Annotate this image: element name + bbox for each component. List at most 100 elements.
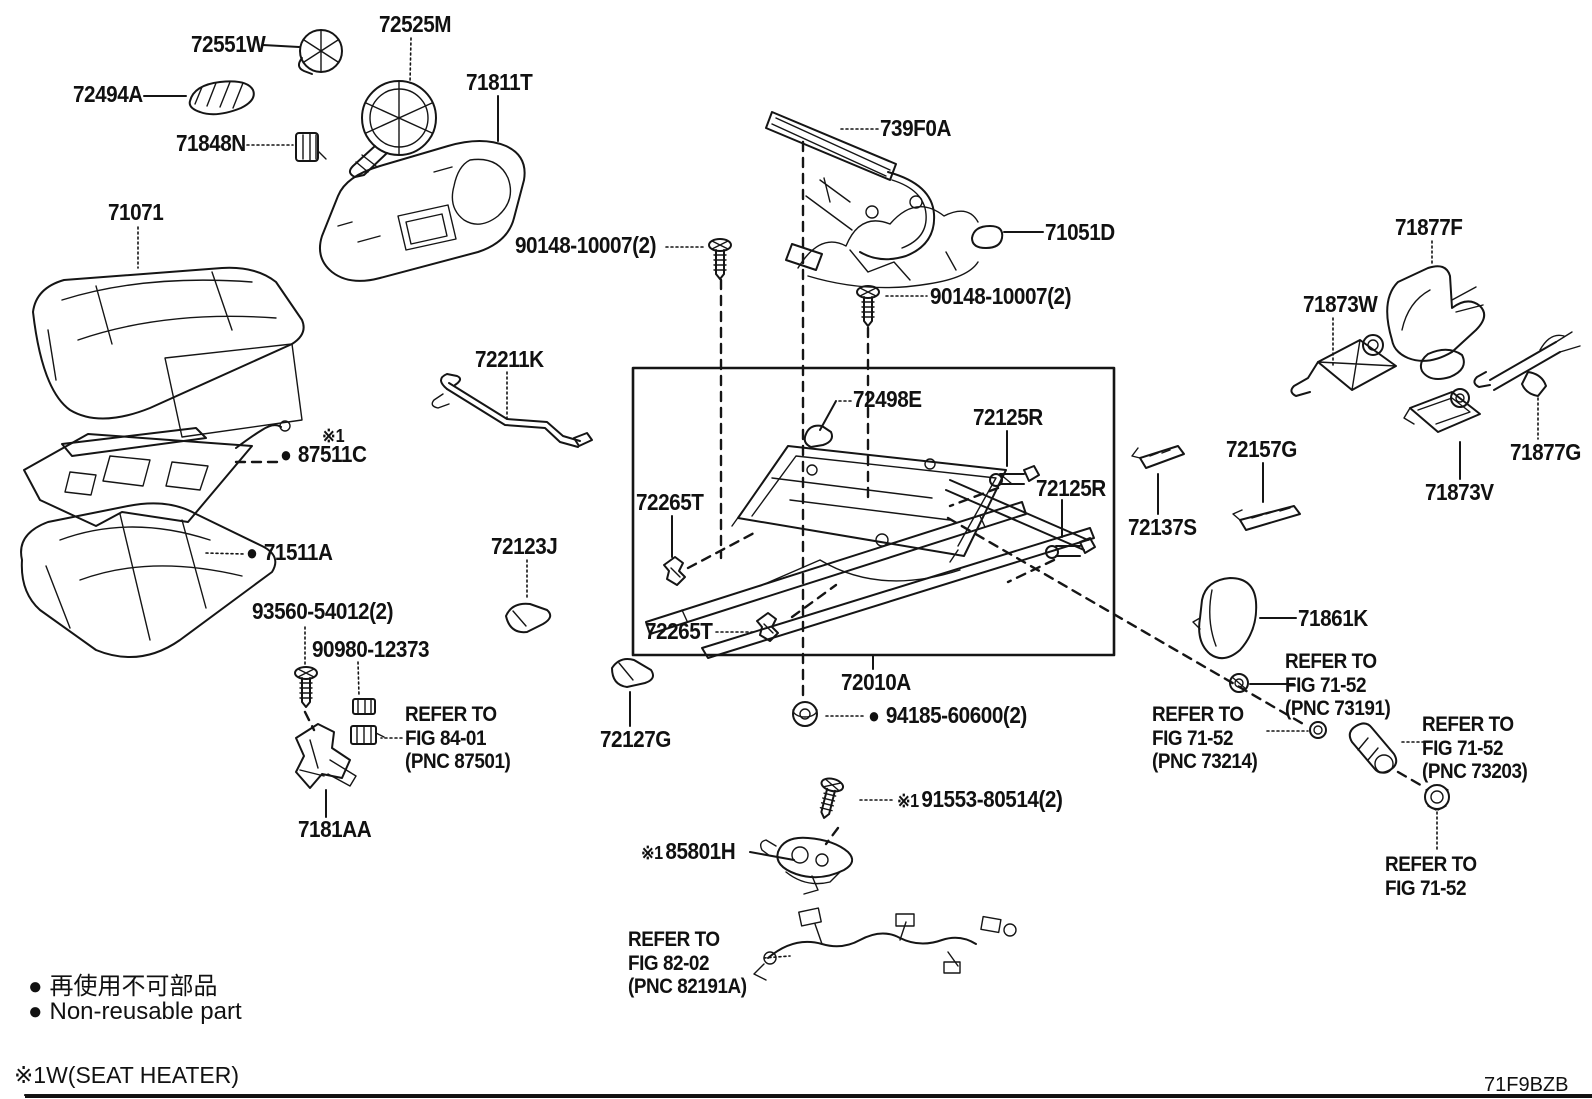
part-number: 87511C xyxy=(297,441,367,467)
part-87511C-seat-heater-illustration xyxy=(23,420,291,527)
part-bush-73203-illustration xyxy=(1348,722,1398,774)
seat-adjuster-box-frame xyxy=(631,366,1116,657)
ref-note-fig-82-02: REFER TO FIG 82-02 (PNC 82191A) xyxy=(628,928,747,999)
non-reusable-dot: ● xyxy=(246,540,258,565)
part-label-71877G: 71877G xyxy=(1510,439,1581,465)
legend-text-jp: 再使用不可部品 xyxy=(49,973,218,1000)
part-7181AA-bracket-illustration xyxy=(295,723,357,789)
ref-line: (PNC 87501) xyxy=(405,750,511,774)
part-label-72010A: 72010A xyxy=(841,669,911,695)
legend-non-reusable-en: ●Non-reusable part xyxy=(28,998,242,1026)
part-82191A-wire-harness-illustration xyxy=(753,907,1017,981)
part-72494A-pad-illustration xyxy=(188,80,255,116)
part-90148-screw-1-illustration xyxy=(708,238,732,280)
part-label-71811T: 71811T xyxy=(466,69,533,95)
non-reusable-dot: ● xyxy=(868,703,880,728)
part-label-72125R-1: 72125R xyxy=(973,404,1043,430)
part-label-72157G: 72157G xyxy=(1226,436,1297,462)
part-label-72137S: 72137S xyxy=(1128,514,1197,540)
part-label-71511A: ●71511A xyxy=(246,539,333,565)
part-label-739F0A: 739F0A xyxy=(880,115,951,141)
part-72157G-track-cap-illustration xyxy=(1232,505,1301,531)
ref-line: REFER TO xyxy=(405,703,497,726)
leader-lines xyxy=(137,37,1539,959)
note1-marker: ※1 xyxy=(14,1062,47,1088)
part-71511A-cushion-pad-illustration xyxy=(20,502,277,659)
legend-non-reusable-jp: ●再使用不可部品 xyxy=(28,966,218,1001)
ref-line: (PNC 73191) xyxy=(1285,697,1391,721)
part-number: 91553-80514(2) xyxy=(921,786,1063,812)
part-72125R-stopper-2-illustration xyxy=(1045,537,1096,559)
part-94185-grommet-illustration xyxy=(792,701,818,727)
part-label-72494A: 72494A xyxy=(73,81,143,107)
part-label-71051D: 71051D xyxy=(1045,219,1115,245)
part-label-90148-1: 90148-10007(2) xyxy=(515,232,657,258)
part-71861K-cover-illustration xyxy=(1192,577,1258,660)
ref-line: REFER TO xyxy=(1385,853,1477,876)
part-90980-12373-clips-illustration xyxy=(350,698,385,745)
part-71877F-shield-illustration xyxy=(1386,265,1486,380)
ref-note-fig-84-01: REFER TO FIG 84-01 (PNC 87501) xyxy=(405,703,511,774)
part-91553-bolt-illustration xyxy=(812,775,846,822)
footnote-text: W(SEAT HEATER) xyxy=(46,1062,240,1088)
part-71051D-spring-assembly-illustration xyxy=(797,177,1004,289)
note1-marker-87511C: ※1 xyxy=(322,426,345,446)
part-label-71873W: 71873W xyxy=(1303,291,1378,317)
ref-note-fig-71-52-73191: REFER TO FIG 71-52 (PNC 73191) xyxy=(1285,650,1391,721)
part-label-90148-2: 90148-10007(2) xyxy=(930,283,1072,309)
part-72123J-clip-illustration xyxy=(505,602,552,634)
part-72498E-clip-illustration xyxy=(803,424,833,448)
ref-line: FIG 71-52 xyxy=(1385,876,1467,900)
part-90148-screw-2-illustration xyxy=(856,285,880,327)
ref-line: FIG 84-01 xyxy=(405,726,487,750)
non-reusable-dot: ● xyxy=(28,973,43,1000)
part-label-71071: 71071 xyxy=(108,199,164,225)
ref-line: REFER TO xyxy=(1422,713,1514,736)
note1-marker: ※1 xyxy=(897,791,919,811)
part-number: 71511A xyxy=(263,539,333,565)
part-71873V-hinge-illustration xyxy=(1403,388,1481,433)
part-93560-screw-illustration xyxy=(294,666,318,708)
part-label-94185-60600: ●94185-60600(2) xyxy=(868,704,1027,727)
part-number: 85801H xyxy=(665,838,736,864)
part-label-93560-54012: 93560-54012(2) xyxy=(252,598,394,624)
ref-line: FIG 71-52 xyxy=(1285,673,1367,697)
part-label-72211K: 72211K xyxy=(475,346,544,372)
part-71811T-side-shield-illustration xyxy=(319,140,526,282)
part-72211K-tension-rod-illustration xyxy=(431,373,593,448)
note1-marker: ※1 xyxy=(641,843,663,863)
part-label-87511C: ●87511C xyxy=(280,441,367,467)
part-ring-73214-illustration xyxy=(1309,721,1327,739)
part-72125R-stopper-1-illustration xyxy=(989,465,1040,487)
part-72127G-clip-illustration xyxy=(611,658,654,688)
ref-line: REFER TO xyxy=(1152,703,1244,726)
part-label-72127G: 72127G xyxy=(600,726,671,752)
part-label-72525M: 72525M xyxy=(379,11,452,37)
part-label-7181AA: 7181AA xyxy=(298,816,372,842)
part-label-90980-12373: 90980-12373 xyxy=(312,636,430,662)
ref-line: (PNC 73203) xyxy=(1422,760,1528,784)
part-71873W-hinge-illustration xyxy=(1290,334,1397,397)
ref-note-fig-71-52-plain: REFER TO FIG 71-52 xyxy=(1385,853,1477,900)
ref-line: FIG 82-02 xyxy=(628,951,710,975)
non-reusable-dot: ● xyxy=(280,442,292,467)
part-label-72265T-1: 72265T xyxy=(636,489,704,515)
part-grommet-73191-illustration xyxy=(1229,673,1249,693)
part-85801H-inner-belt-illustration xyxy=(759,836,854,895)
part-label-72551W: 72551W xyxy=(191,31,266,57)
part-71848N-clip-illustration xyxy=(295,132,327,162)
part-label-71873V: 71873V xyxy=(1425,479,1494,505)
part-label-72123J: 72123J xyxy=(491,533,558,559)
ref-line: REFER TO xyxy=(628,928,720,951)
part-label-71848N: 71848N xyxy=(176,130,246,156)
bottom-border-line xyxy=(25,1095,1592,1098)
figure-code: 71F9BZB xyxy=(1484,1074,1569,1096)
part-nut-7152-illustration xyxy=(1424,784,1450,811)
legend-text-en: Non-reusable part xyxy=(49,998,242,1025)
ref-line: (PNC 73214) xyxy=(1152,750,1258,774)
part-71877G-shield-illustration xyxy=(1473,331,1581,397)
